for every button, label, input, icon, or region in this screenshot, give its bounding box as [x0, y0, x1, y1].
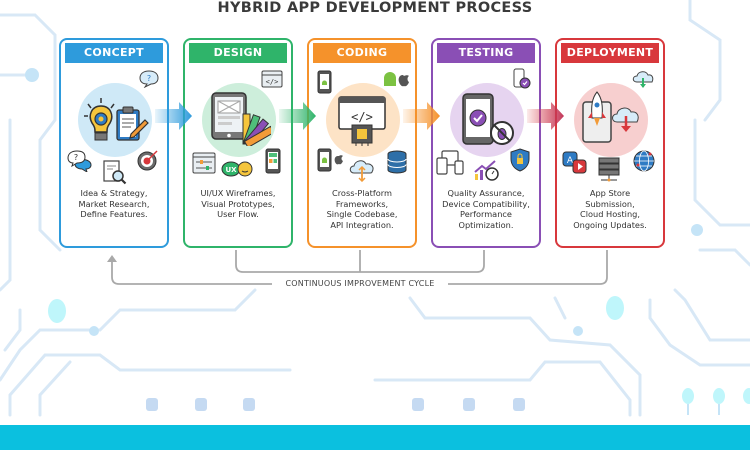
stage-header: DESIGN [189, 43, 287, 63]
stage-description: UI/UX Wireframes, Visual Prototypes, Use… [200, 188, 276, 219]
database-icon [387, 150, 407, 174]
stage-header: CONCEPT [65, 43, 163, 63]
svg-text:UX: UX [225, 166, 237, 174]
chat-question-icon: ? [67, 150, 92, 172]
lightbulb-gear-icon [84, 98, 115, 141]
server-icon [598, 157, 620, 182]
stage-header: DEPLOYMENT [561, 43, 659, 63]
code-window-chip-icon: </> [338, 96, 386, 146]
stage-description: Idea & Strategy, Market Research, Define… [78, 188, 150, 219]
target-icon [137, 150, 158, 171]
sliders-icon [192, 152, 216, 174]
phone-check-icon [462, 93, 494, 145]
cycle-label: CONTINUOUS IMPROVEMENT CYCLE [272, 278, 448, 289]
tablet-wireframe-icon [211, 92, 247, 140]
android-phone-icon [317, 70, 332, 94]
security-shield-icon [510, 148, 530, 172]
stage-description: Quality Assurance, Device Compatibility,… [442, 188, 530, 230]
cloud-download-icon [612, 107, 639, 132]
devices-icon [436, 150, 464, 175]
phone-layout-icon [265, 148, 281, 174]
svg-text:?: ? [74, 153, 78, 162]
globe-icon [633, 150, 655, 172]
android-apple-icon [384, 72, 409, 87]
phone-android-apple-icon [317, 148, 343, 172]
arrow-right-icon [279, 102, 316, 130]
arrow-right-icon [527, 102, 564, 130]
color-swatch-icon [242, 113, 271, 146]
code-window-icon: </> [261, 70, 283, 88]
clipboard-pencil-icon [116, 106, 149, 141]
stage-header: CODING [313, 43, 411, 63]
phone-check-small-icon [513, 68, 531, 89]
app-store-icon: A [562, 151, 587, 174]
arrow-right-icon [403, 102, 440, 130]
no-bug-icon [490, 121, 514, 145]
stage-design: DESIGN </> UX UI/UX Wireframes, [183, 38, 293, 248]
arrow-right-icon [155, 102, 192, 130]
svg-text:</>: </> [351, 110, 373, 124]
svg-text:A: A [567, 156, 574, 166]
stage-description: Cross-Platform Frameworks, Single Codeba… [326, 188, 398, 230]
page-title: HYBRID APP DEVELOPMENT PROCESS [217, 0, 533, 16]
stage-deployment: DEPLOYMENT A App Store Submissi [555, 38, 665, 248]
cloud-sync-icon [349, 160, 374, 182]
cloud-download-small-icon [632, 71, 654, 88]
document-search-icon [103, 160, 127, 185]
stage-coding: CODING </> Cross-Platform Frameworks, Si… [307, 38, 417, 248]
stage-description: App Store Submission, Cloud Hosting, Ong… [573, 188, 647, 230]
question-bubble-icon: ? [139, 70, 159, 88]
rocket-phone-icon [582, 91, 612, 143]
stage-testing: TESTING Quality Assurance, Device Compat… [431, 38, 541, 248]
stage-concept: CONCEPT ? ? Idea & Strategy, Market Rese… [59, 38, 169, 248]
bottom-bar [0, 425, 750, 450]
stage-header: TESTING [437, 43, 535, 63]
performance-chart-icon [474, 160, 499, 181]
svg-text:?: ? [147, 74, 151, 83]
svg-text:</>: </> [266, 78, 279, 86]
ux-chat-icon: UX [221, 161, 253, 177]
